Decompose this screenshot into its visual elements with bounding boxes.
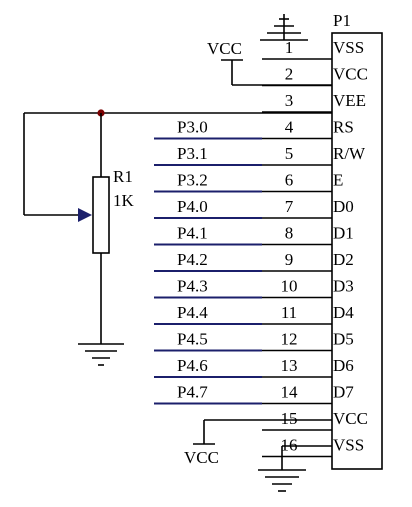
pin-name: E bbox=[333, 171, 343, 190]
pin-number: 11 bbox=[281, 303, 297, 322]
pin-number: 16 bbox=[281, 436, 298, 455]
pin-number: 14 bbox=[281, 383, 299, 402]
pin-name: D0 bbox=[333, 197, 354, 216]
ground-symbol-top bbox=[260, 14, 308, 41]
net-label: P4.3 bbox=[177, 277, 208, 296]
vcc-label-bottom: VCC bbox=[184, 448, 219, 467]
pot-value: 1K bbox=[113, 191, 135, 210]
pin-name: VCC bbox=[333, 65, 368, 84]
pin-name: D7 bbox=[333, 383, 354, 402]
net-label: P4.4 bbox=[177, 303, 208, 322]
pin-number: 6 bbox=[285, 171, 294, 190]
net-label: P3.1 bbox=[177, 144, 208, 163]
pin-name: D5 bbox=[333, 330, 354, 349]
pin-number: 13 bbox=[281, 356, 298, 375]
pin-number: 3 bbox=[285, 91, 294, 110]
pin-name: RS bbox=[333, 118, 354, 137]
net-label: P3.2 bbox=[177, 171, 208, 190]
connector-ref: P1 bbox=[333, 11, 351, 30]
net-label: P4.7 bbox=[177, 383, 208, 402]
pin-name: VCC bbox=[333, 409, 368, 428]
vcc-label-top: VCC bbox=[207, 39, 242, 58]
pin-name: D2 bbox=[333, 250, 354, 269]
ground-symbol-pot bbox=[78, 343, 124, 366]
pin-number: 7 bbox=[285, 197, 294, 216]
pin-name: D3 bbox=[333, 277, 354, 296]
pin-number: 8 bbox=[285, 224, 294, 243]
net-label: P4.0 bbox=[177, 197, 208, 216]
pin-name: D1 bbox=[333, 224, 354, 243]
pin-number: 15 bbox=[281, 409, 298, 428]
pin-number: 1 bbox=[285, 38, 294, 57]
net-label: P4.2 bbox=[177, 250, 208, 269]
pin-number: 10 bbox=[281, 277, 298, 296]
vcc-symbol-top bbox=[221, 59, 332, 86]
pin-name: VEE bbox=[333, 91, 366, 110]
pin-name: VSS bbox=[333, 436, 364, 455]
net-label: P3.0 bbox=[177, 118, 208, 137]
net-label: P4.6 bbox=[177, 356, 208, 375]
vcc-symbol-bottom bbox=[193, 419, 332, 445]
pin-number: 9 bbox=[285, 250, 294, 269]
pin-number: 5 bbox=[285, 144, 294, 163]
connector-body bbox=[331, 32, 383, 470]
pin-name: VSS bbox=[333, 38, 364, 57]
ground-symbol-bottom bbox=[258, 445, 332, 492]
potentiometer-network bbox=[23, 109, 332, 344]
net-label: P4.5 bbox=[177, 330, 208, 349]
pot-ref: R1 bbox=[113, 167, 133, 186]
pin-name: R/W bbox=[333, 144, 366, 163]
pin-number: 2 bbox=[285, 65, 294, 84]
pin-name: D4 bbox=[333, 303, 354, 322]
pin-number: 12 bbox=[281, 330, 298, 349]
pin-number: 4 bbox=[285, 118, 294, 137]
pin-name: D6 bbox=[333, 356, 354, 375]
potentiometer-body bbox=[92, 176, 110, 254]
wiper-arrow bbox=[78, 208, 92, 222]
net-label: P4.1 bbox=[177, 224, 208, 243]
